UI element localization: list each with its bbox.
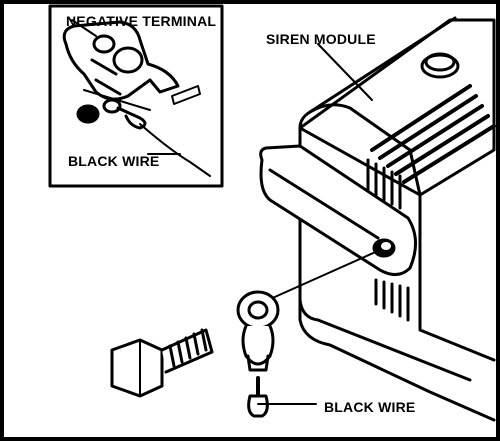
black-wire-label: BLACK WIRE [324, 399, 416, 415]
siren-module-label: SIREN MODULE [266, 31, 376, 47]
negative-terminal-label: NEGATIVE TERMINAL [66, 13, 217, 29]
alignment-line [267, 249, 381, 301]
black-wire-end [247, 376, 317, 418]
diagram-drawing [48, 4, 496, 422]
mounting-bolt [110, 328, 214, 398]
siren-leader-line [317, 43, 373, 101]
black-wire-inset-label: BLACK WIRE [68, 153, 160, 169]
siren-module [259, 16, 496, 422]
ring-terminal [236, 290, 280, 372]
inset-box [48, 4, 224, 188]
